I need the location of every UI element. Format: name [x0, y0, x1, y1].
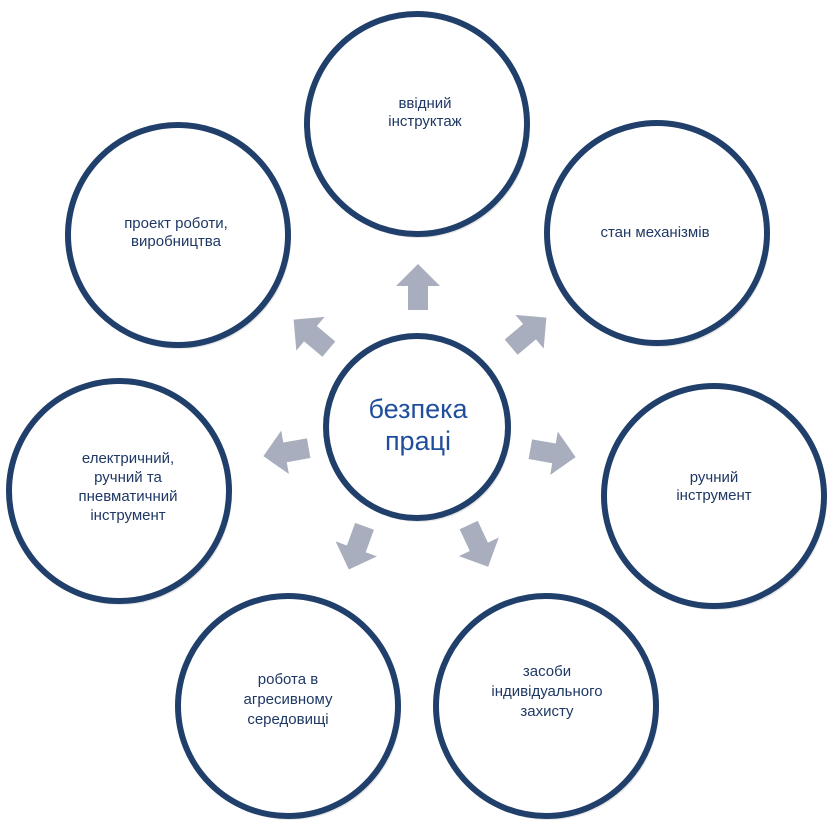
node-label-line: ручний та [94, 469, 162, 486]
node-label-line: засоби [523, 663, 571, 680]
node-label-line: індивідуального [491, 683, 602, 700]
node-label-line: робота в [258, 671, 319, 688]
center-circle [323, 333, 511, 521]
node-label-line: агресивному [244, 691, 333, 708]
arrow-to-upper-left [293, 316, 336, 357]
node-circle [601, 383, 827, 609]
center-label-line: праці [385, 426, 451, 456]
node-label-line: інструмент [676, 487, 751, 504]
center-label-line: безпека [368, 394, 468, 424]
node-label-line: ввідний [398, 95, 451, 112]
arrow-to-lower-left [335, 522, 377, 570]
node-label-line: середовищі [247, 711, 328, 728]
node-label-line: захисту [520, 703, 574, 720]
node-label-line: електричний, [82, 450, 174, 467]
node-left: електричний, ручний та пневматичний інструм… [6, 378, 232, 605]
node-circle [304, 11, 530, 237]
arrow-to-top [396, 264, 440, 310]
node-label-line: інструктаж [388, 113, 461, 130]
node-circle [175, 593, 401, 819]
node-lower-left: робота в агресивному середовищі [175, 593, 401, 820]
node-label-line: ручний [690, 469, 739, 486]
node-label-line: інструмент [90, 507, 165, 524]
node-upper-left: проект роботи,виробництва [65, 122, 291, 349]
node-circle [6, 378, 232, 604]
arrow-to-lower-right [458, 520, 499, 567]
node-circle [544, 120, 770, 346]
node-label-line: проект роботи, [124, 215, 228, 232]
node-lower-right: засоби індивідуального захисту [433, 593, 659, 820]
arrow-to-upper-right [504, 314, 547, 355]
node-upper-right: стан механізмів [544, 120, 770, 347]
node-label-line: виробництва [131, 233, 222, 250]
node-label-line: пневматичний [79, 488, 178, 505]
node-label-line: стан механізмів [600, 224, 709, 241]
node-circle [65, 122, 291, 348]
arrow-to-right [528, 431, 576, 476]
node-circle [433, 593, 659, 819]
arrows-layer [263, 264, 576, 570]
arrow-to-left [263, 430, 311, 475]
